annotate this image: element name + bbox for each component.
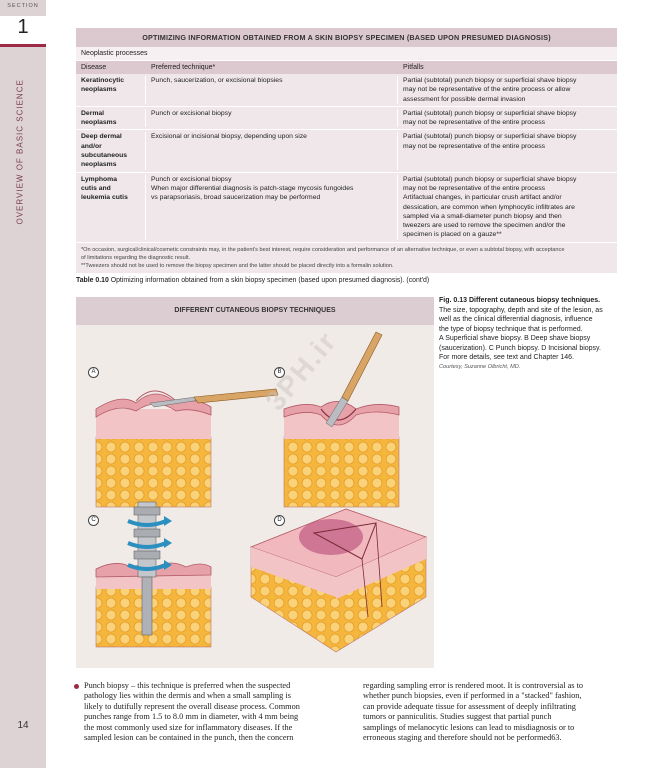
table-notes: *On occasion, surgical/clinical/cosmetic… [76, 243, 617, 273]
section-label: SECTION [7, 3, 39, 9]
figure-caption-line: A Superficial shave biopsy. B Deep shave… [439, 335, 591, 342]
section-title: OVERVIEW OF BASIC SCIENCE [15, 79, 25, 225]
figure-caption-line: (saucerization). C Punch biopsy. D Incis… [439, 344, 601, 352]
table-caption: Table 0.10 Optimizing information obtain… [76, 277, 429, 284]
panel-label-c: C [88, 515, 99, 526]
body-text-line: the most commonly used size for inflamma… [84, 722, 293, 732]
figure-caption-line: For more details, see text and Chapter 1… [439, 354, 575, 361]
table-cell-pitfalls: Partial (subtotal) punch biopsy or super… [403, 109, 577, 127]
page-number: 14 [17, 720, 29, 731]
header-technique: Preferred technique* [151, 64, 216, 71]
body-text-line: regarding sampling error is rendered moo… [363, 681, 584, 690]
table-caption-text: Optimizing information obtained from a s… [110, 277, 430, 284]
table-note: **Tweezers should not be used to remove … [81, 262, 394, 269]
body-column-left: Punch biopsy – this technique is preferr… [84, 681, 354, 743]
figure-title: DIFFERENT CUTANEOUS BIOPSY TECHNIQUES [76, 297, 434, 325]
panel-label-b: B [274, 367, 285, 378]
body-text-line: sampled lesion can be contained in the p… [84, 733, 294, 743]
header-disease: Disease [81, 64, 107, 71]
section-accent-bar [0, 44, 46, 47]
panel-c-illustration [95, 501, 212, 648]
biopsy-figure: DIFFERENT CUTANEOUS BIOPSY TECHNIQUES A … [76, 297, 434, 668]
table-note: of limitations regarding the diagnostic … [81, 254, 191, 261]
table-header-row: Disease Preferred technique* Pitfalls [76, 61, 617, 74]
table-group-heading: Neoplastic processes [76, 47, 617, 61]
table-cell-pitfalls: Partial (subtotal) punch biopsy or super… [403, 133, 577, 150]
body-text-line: can provide adequate tissue for assessme… [363, 701, 576, 711]
figure-caption: Fig. 0.13 Different cutaneous biopsy tec… [439, 296, 619, 372]
section-number-box [0, 16, 46, 44]
table-cell-pitfalls: Partial (subtotal) punch biopsy or super… [403, 77, 577, 103]
figure-caption-line: well as the clinical differential diagno… [439, 316, 593, 323]
table-title: OPTIMIZING INFORMATION OBTAINED FROM A S… [76, 28, 617, 47]
table-cell-technique: Punch, saucerization, or excisional biop… [146, 76, 398, 104]
figure-caption-line: The size, topography, depth and site of … [439, 306, 603, 314]
table-cell-pitfalls: Partial (subtotal) punch biopsy or super… [403, 175, 577, 239]
section-sidebar: SECTION 1 OVERVIEW OF BASIC SCIENCE 14 [0, 0, 46, 768]
table-cell-technique: Excisional or incisional biopsy, dependi… [146, 132, 398, 170]
figure-caption-title: Different cutaneous biopsy techniques. [468, 297, 601, 304]
figure-caption-label: Fig. 0.13 [439, 297, 468, 304]
body-text-line: samplings of melanocytic lesions can lea… [363, 722, 575, 732]
body-text-line: tumors or panniculitis. Studies suggest … [363, 712, 552, 722]
panel-label-d: D [274, 515, 285, 526]
bullet-icon [74, 684, 79, 689]
biopsy-table: OPTIMIZING INFORMATION OBTAINED FROM A S… [76, 28, 617, 273]
body-text-line: pathology lies within the dermis and whe… [84, 691, 291, 701]
body-text-line: erroneous staging and therefore should n… [363, 733, 562, 743]
table-note: *On occasion, surgical/clinical/cosmetic… [81, 246, 565, 253]
panel-label-a: A [88, 367, 99, 378]
body-text-line: punches range from 1.5 to 8.0 mm in diam… [84, 712, 299, 722]
panel-a-illustration [95, 388, 279, 508]
body-text-line: whether punch biopsies, even if performe… [363, 691, 582, 701]
table-caption-label: Table 0.10 [76, 277, 109, 284]
body-text-line: Punch biopsy – this technique is preferr… [84, 681, 291, 690]
biopsy-illustration [95, 331, 428, 653]
section-number: 1 [17, 16, 29, 38]
header-pitfalls: Pitfalls [403, 64, 424, 71]
body-text-line: likely to dutifully represent the overal… [84, 701, 300, 711]
table-cell-technique: Punch or excisional biopsy [146, 108, 398, 128]
figure-credit: Courtesy, Suzanne Olbricht, MD. [439, 363, 521, 370]
panel-b-illustration [283, 331, 400, 508]
body-column-right: regarding sampling error is rendered moo… [363, 681, 619, 743]
panel-d-illustration [249, 508, 428, 653]
figure-caption-line: the type of biopsy technique that is per… [439, 325, 583, 333]
